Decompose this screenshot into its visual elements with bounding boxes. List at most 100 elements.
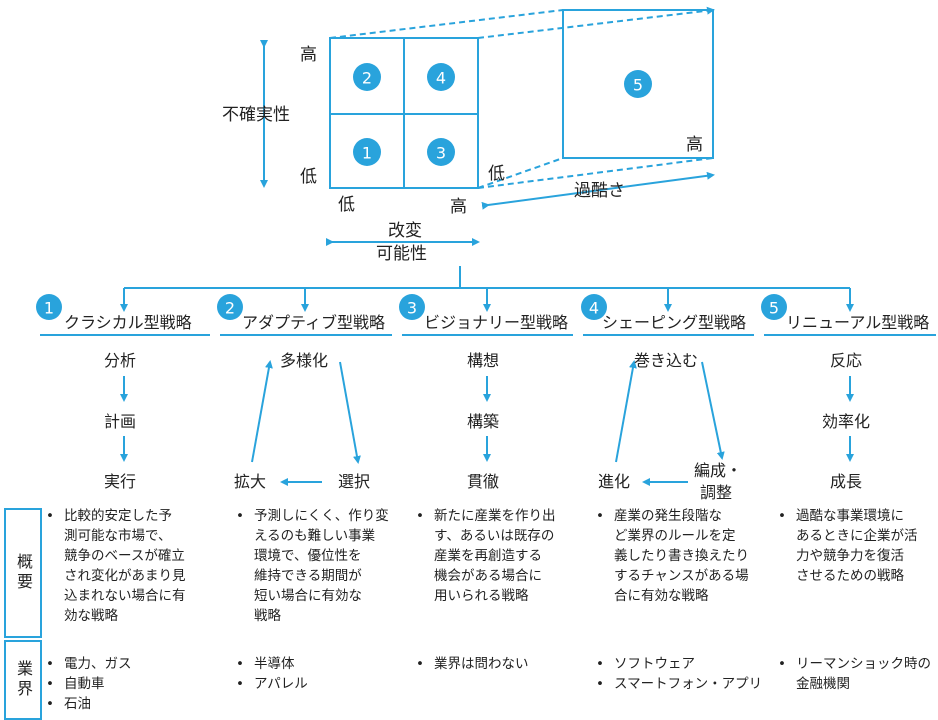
overview-line: 効な戦略 <box>64 608 118 624</box>
cell-2-number: 2 <box>362 69 372 88</box>
strategy-5-step-3: 成長 <box>830 472 863 491</box>
z-axis-arrow <box>481 171 715 210</box>
strategy-5-title: リニューアル型戦略 <box>786 313 930 332</box>
industry-item: アパレル <box>234 674 404 694</box>
matrix-cell-badge <box>353 63 381 91</box>
overview-line: す、あるいは既存の <box>434 528 555 544</box>
overview-line: するチャンスがある場 <box>614 568 749 584</box>
overview-line: 込まれない場合に有 <box>64 588 186 604</box>
strategy-1-step-3: 実行 <box>104 472 137 491</box>
z-high-label: 高 <box>686 135 703 155</box>
strategy-2-step-3: 選択 <box>338 472 371 491</box>
y-axis-label: 不確実性 <box>222 105 290 125</box>
overview-line: 力や競争力を復活 <box>796 548 904 564</box>
overview-line: ど業界のルールを定 <box>614 528 736 544</box>
industry-item: 半導体 <box>234 654 404 674</box>
industry-label-text: 業界 <box>14 660 33 700</box>
overview-line: 測可能な市場で、 <box>64 528 172 544</box>
cell-1-number: 1 <box>362 144 372 163</box>
industry-item: 電力、ガス <box>44 654 214 674</box>
x-axis-label-line1: 改変 <box>388 221 422 241</box>
matrix-cell-badge <box>427 63 455 91</box>
strategy-4-overview: 産業の発生段階な ど業界のルールを定 義したり書き換えたり するチャンスがある場… <box>594 506 764 606</box>
flow-arrow <box>701 361 725 460</box>
x-axis-label-line2: 可能性 <box>376 244 427 264</box>
strategy-4-step-3a: 編成・ <box>694 461 743 480</box>
overview-line: 新たに産業を作り出 <box>434 508 556 524</box>
overview-line: えるのも難しい事業 <box>254 528 376 544</box>
strategy-3-step-1: 構想 <box>467 351 500 370</box>
strategy-2-overview: 予測しにくく、作り変 えるのも難しい事業 環境で、優位性を 維持できる期間が 短… <box>234 506 404 626</box>
industry-row-label: 業界 <box>4 640 42 720</box>
strategy-2-step-2: 拡大 <box>234 472 267 491</box>
strategy-3-step-2: 構築 <box>467 412 500 431</box>
cell-3-number: 3 <box>436 144 446 163</box>
strategy-3-overview: 新たに産業を作り出 す、あるいは既存の 産業を再創造する 機会がある場合に 用い… <box>414 506 584 606</box>
cube-edge-dashed <box>477 6 715 39</box>
strategy-2-number: 2 <box>225 299 235 318</box>
strategy-4-step-3b: 調整 <box>700 483 733 502</box>
overview-line: 用いられる戦略 <box>434 588 529 604</box>
strategy-5-industries: リーマンショック時の 金融機関 <box>776 654 936 694</box>
cell-5-number: 5 <box>633 76 643 95</box>
overview-line: 機会がある場合に <box>434 568 542 584</box>
strategy-2-title: アダプティブ型戦略 <box>242 313 386 332</box>
strategy-2-industries: 半導体 アパレル <box>234 654 404 694</box>
matrix-cell-badge <box>427 138 455 166</box>
overview-line: 比較的安定した予 <box>64 508 172 524</box>
industry-item: スマートフォン・アプリ <box>594 674 764 694</box>
strategy-5-number: 5 <box>769 299 779 318</box>
strategy-3-step-3: 貫徹 <box>467 472 500 491</box>
strategy-2-step-1: 多様化 <box>280 351 329 370</box>
y-low-label: 低 <box>300 167 317 187</box>
flow-arrow <box>251 360 273 463</box>
strategy-4-industries: ソフトウェア スマートフォン・アプリ <box>594 654 764 694</box>
overview-line: 維持できる期間が <box>254 568 362 584</box>
flow-arrow <box>339 361 361 464</box>
overview-line: され変化があまり見 <box>64 568 186 584</box>
strategy-3-title: ビジョナリー型戦略 <box>424 313 569 332</box>
strategy-number-badge <box>217 294 243 320</box>
y-high-label: 高 <box>300 45 317 65</box>
strategy-1-number: 1 <box>44 299 54 318</box>
strategy-1-step-1: 分析 <box>104 351 137 370</box>
industry-item: 石油 <box>44 694 214 714</box>
industry-item: 自動車 <box>44 674 214 694</box>
strategy-number-badge <box>36 294 62 320</box>
x-low-label: 低 <box>338 195 355 215</box>
strategy-5-overview: 過酷な事業環境に あるときに企業が活 力や競争力を復活 させるための戦略 <box>776 506 936 586</box>
overview-line: 合に有効な戦略 <box>614 588 709 604</box>
strategy-number-badge <box>581 294 607 320</box>
overview-line: 戦略 <box>254 608 281 624</box>
overview-line: 義したり書き換えたり <box>614 548 749 564</box>
z-axis-label: 過酷さ <box>574 181 625 201</box>
cube-face <box>562 9 714 159</box>
cell-4-number: 4 <box>436 69 446 88</box>
overview-label-text: 概要 <box>14 553 33 593</box>
strategy-1-title: クラシカル型戦略 <box>64 313 192 332</box>
strategy-1-industries: 電力、ガス 自動車 石油 <box>44 654 214 714</box>
strategy-3-number: 3 <box>407 299 417 318</box>
matrix-cell-badge <box>353 138 381 166</box>
overview-row-label: 概要 <box>4 508 42 638</box>
cube-edge-dashed <box>329 9 564 39</box>
flow-arrow <box>615 360 637 463</box>
industry-item: リーマンショック時の 金融機関 <box>776 654 936 694</box>
strategy-4-step-2: 進化 <box>598 472 631 491</box>
strategy-4-number: 4 <box>589 299 599 318</box>
strategy-4-step-1: 巻き込む <box>634 351 699 370</box>
strategy-3-industries: 業界は問わない <box>414 654 584 674</box>
strategy-5-step-1: 反応 <box>830 351 863 370</box>
strategy-1-step-2: 計画 <box>104 412 137 431</box>
overview-line: 予測しにくく、作り変 <box>254 508 389 524</box>
industry-item: 業界は問わない <box>414 654 584 674</box>
overview-line: させるための戦略 <box>796 568 904 584</box>
overview-line: 産業を再創造する <box>434 548 542 564</box>
overview-line: あるときに企業が活 <box>796 528 918 544</box>
overview-line: 過酷な事業環境に <box>796 508 904 524</box>
strategy-number-badge <box>761 294 787 320</box>
overview-line: 競争のベースが確立 <box>64 548 185 564</box>
overview-line: 産業の発生段階な <box>614 508 722 524</box>
overview-line: 環境で、優位性を <box>254 548 362 564</box>
